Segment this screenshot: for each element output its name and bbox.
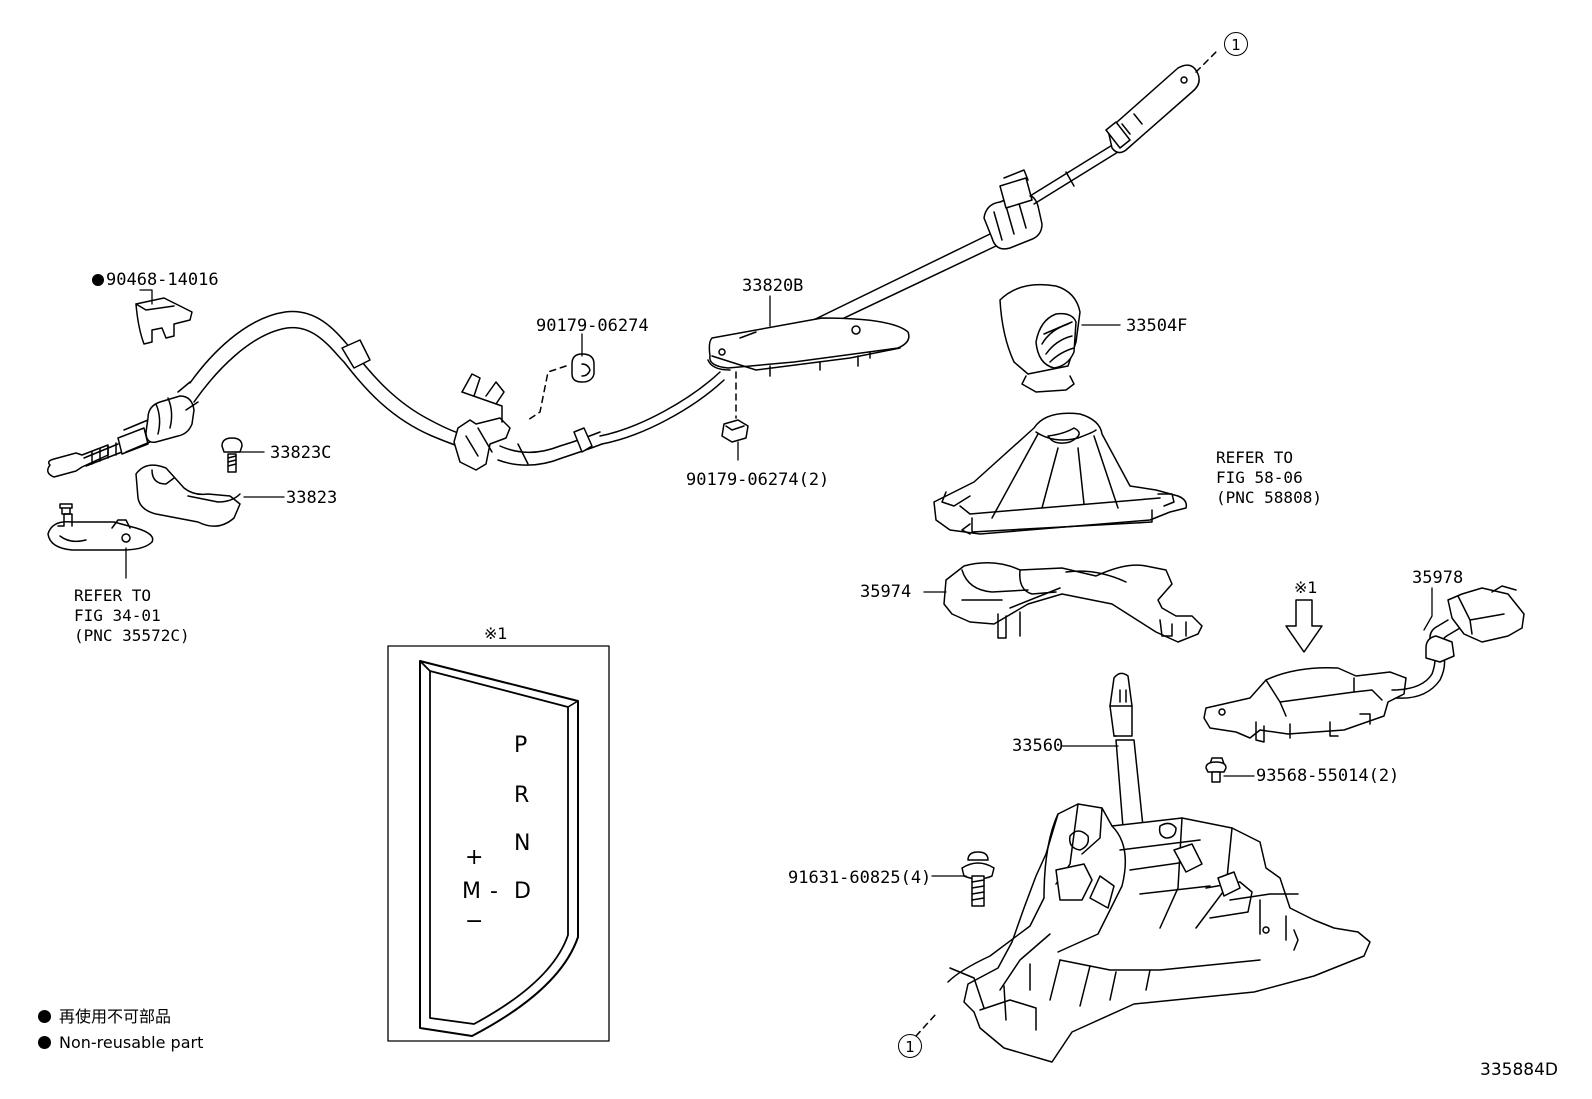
position-indicator-housing [943,562,1203,643]
part-label-90179-06274-2: 90179-06274(2) [686,470,830,490]
legend-en: Non-reusable part [38,1033,203,1053]
gear-letter-d: D [514,879,531,904]
gear-indicator-inset [387,645,610,1042]
legend-jp: 再使用不可部品 [38,1007,171,1027]
part-label-91631-60825: 91631-60825(4) [788,868,932,888]
part-label-35974: 35974 [860,582,912,602]
grommet [527,353,595,421]
part-label-33823c: 33823C [270,443,332,463]
ref-circle-bottom: 1 [898,1034,922,1058]
legend-dot-icon [38,1036,51,1049]
legend-dot-icon [38,1010,51,1023]
shift-lever-assembly [947,672,1371,1063]
gear-dash: - [490,879,498,904]
shift-position-indicator [1203,585,1525,743]
part-label-90179-06274: 90179-06274 [536,316,649,336]
shift-knob [999,283,1081,393]
gear-minus: − [465,909,484,934]
bolt [221,437,243,473]
gear-letter-m: M [462,879,481,904]
non-reusable-dot-icon [92,274,104,286]
shift-cable [47,51,1217,478]
shift-cable-bracket [135,464,241,527]
shift-lever-pin [47,503,154,551]
retaining-clip [135,297,193,345]
inset-mark: ※1 [484,624,508,643]
part-label-35978: 35978 [1412,568,1464,588]
arrow-mark: ※1 [1294,578,1318,597]
shift-console-housing [933,412,1188,535]
gear-letter-n: N [514,831,531,856]
part-label-33823: 33823 [286,488,338,508]
tapping-screw [1205,757,1227,783]
gear-letter-p: P [514,733,528,758]
gear-letter-r: R [514,783,530,808]
part-label-33560: 33560 [1012,736,1064,756]
part-label-33820b: 33820B [742,276,804,296]
part-label-90468-14016: 90468-14016 [92,270,219,290]
flange-bolt [961,851,995,907]
drawing-code: 335884D [1480,1060,1558,1080]
gear-plus: + [465,845,484,870]
leader-lines [125,289,1433,877]
part-label-93568-55014: 93568-55014(2) [1256,766,1400,786]
part-label-33504f: 33504F [1126,316,1188,336]
ref-circle-top: 1 [1224,32,1248,56]
cable-bracket-plate [707,317,910,443]
